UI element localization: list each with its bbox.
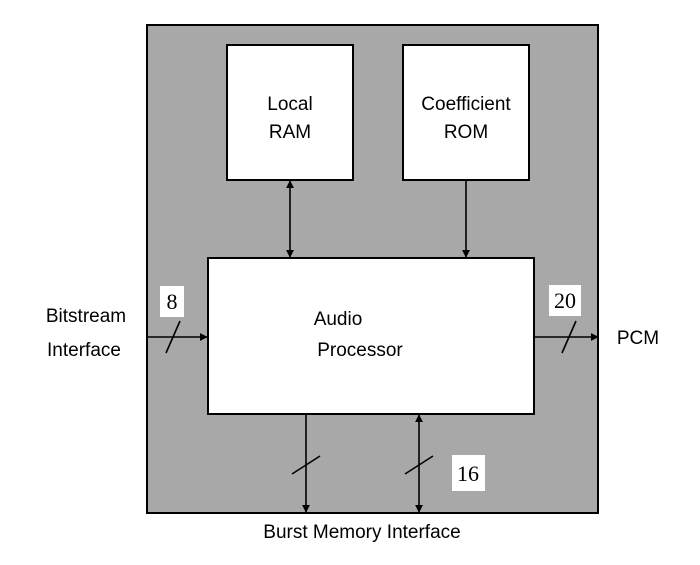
audio-processor-label-line1: Audio (314, 309, 363, 330)
burst-memory-bus-width: 16 (457, 461, 479, 486)
pcm-bus-slash (561, 320, 577, 354)
bitstream-width-badge (160, 286, 184, 317)
local-ram-label-line2: RAM (269, 122, 311, 143)
bitstream-label-line1: Bitstream (46, 306, 126, 327)
audio-processor-block: Audio Processor (207, 257, 535, 415)
pcm-label: PCM (617, 328, 659, 349)
local-ram-block: Local RAM (226, 44, 354, 181)
coefficient-rom-block: Coefficient ROM (402, 44, 530, 181)
bitstream-bus-slash (165, 320, 181, 354)
local-ram-label-line1: Local (267, 94, 312, 115)
burst-memory-down-slash (291, 455, 321, 475)
pcm-width-badge (549, 285, 581, 316)
bitstream-label-line2: Interface (47, 340, 121, 361)
bitstream-bus-width: 8 (167, 289, 178, 314)
burst-memory-bidir-slash (404, 455, 434, 475)
coefficient-rom-label-line2: ROM (444, 122, 488, 143)
pcm-bus-width: 20 (554, 288, 576, 313)
burst-memory-label: Burst Memory Interface (263, 522, 460, 543)
burst-width-badge (452, 455, 485, 491)
coefficient-rom-label-line1: Coefficient (421, 94, 511, 115)
audio-processor-label-line2: Processor (317, 340, 403, 361)
